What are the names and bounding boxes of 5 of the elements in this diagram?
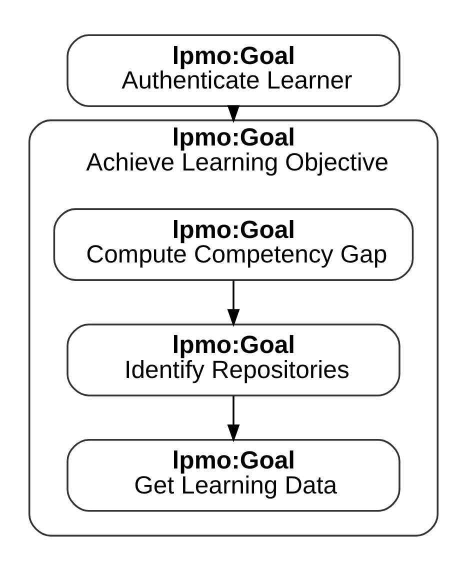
node-box: lpmo:Goal Identify Repositories (66, 323, 400, 396)
arrow (227, 280, 240, 326)
arrow (227, 395, 240, 442)
node-box: lpmo:Goal Compute Competency Gap (53, 208, 414, 280)
node-box: lpmo:Goal Get Learning Data (66, 438, 400, 512)
